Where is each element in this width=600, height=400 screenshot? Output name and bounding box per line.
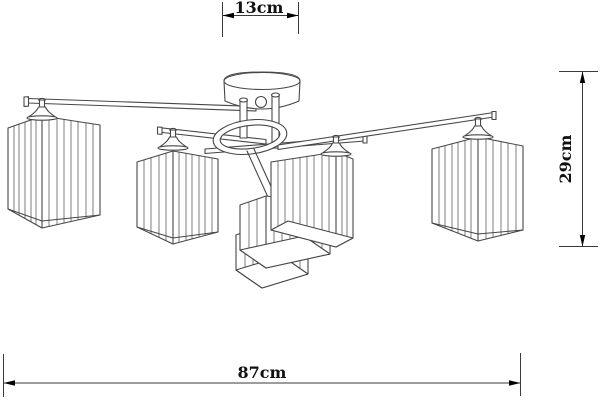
lamp-holder-inner-left bbox=[157, 127, 189, 151]
arm-right bbox=[277, 110, 497, 151]
lamp-holder-right bbox=[462, 116, 494, 140]
ceiling-canopy bbox=[223, 71, 301, 110]
shade-underside bbox=[270, 220, 354, 248]
dimension-label-fixture-width: 87cm bbox=[238, 363, 287, 382]
dimension-canopy-width: 13cm bbox=[222, 0, 299, 37]
lampshade-right bbox=[431, 136, 524, 242]
canopy-hole bbox=[254, 95, 268, 109]
chandelier-drawing bbox=[7, 71, 524, 289]
arrowhead-left bbox=[222, 12, 234, 19]
shade-rim bbox=[136, 226, 219, 239]
lampshade-inner-left bbox=[136, 150, 219, 245]
arrowhead-right bbox=[287, 12, 299, 19]
arm-left bbox=[23, 96, 257, 112]
dimension-fixture-height: 29cm bbox=[556, 71, 598, 247]
dimension-label-canopy-width: 13cm bbox=[235, 0, 284, 17]
shade-underside bbox=[239, 235, 331, 269]
extension-lines bbox=[3, 353, 521, 397]
arrowhead-left bbox=[3, 380, 15, 386]
arrowhead-top bbox=[579, 71, 586, 83]
extension-lines bbox=[559, 71, 598, 247]
dimension-fixture-width: 87cm bbox=[3, 353, 521, 397]
arrowhead-bottom bbox=[579, 235, 586, 247]
decorative-loop bbox=[212, 119, 288, 207]
extension-lines bbox=[222, 2, 299, 37]
lamp-holder-far-left bbox=[26, 97, 58, 121]
lampshade-center bbox=[270, 151, 354, 248]
dimension-label-fixture-height: 29cm bbox=[556, 134, 575, 183]
lampshade-far-left bbox=[7, 115, 101, 229]
shade-rim bbox=[7, 208, 101, 222]
shade-rim bbox=[431, 222, 524, 235]
lamp-holder-center bbox=[320, 134, 352, 157]
arrowhead-right bbox=[509, 380, 521, 386]
